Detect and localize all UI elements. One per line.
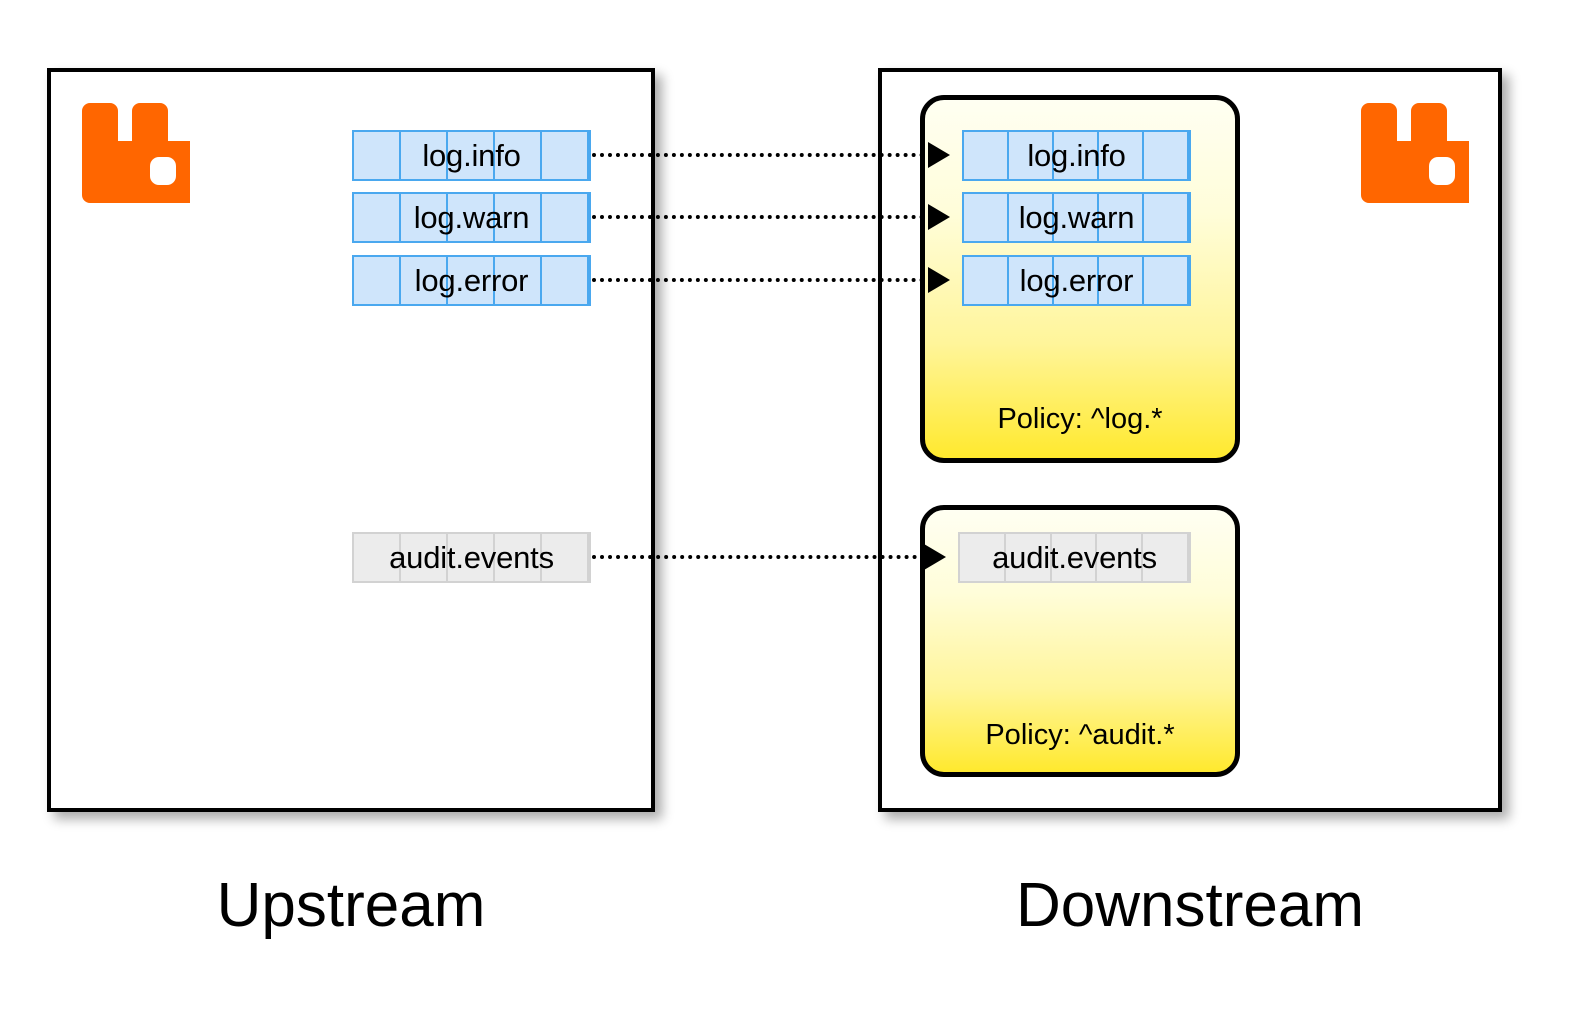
queue-cell xyxy=(1052,534,1098,581)
caption-upstream: Upstream xyxy=(216,871,486,940)
queue-cell xyxy=(401,257,448,304)
queue-cell xyxy=(495,534,542,581)
queue-cell xyxy=(354,132,401,179)
arrow-head-icon xyxy=(924,544,946,570)
queue-cell xyxy=(1099,194,1144,241)
queue-log-warn-downstream[interactable]: log.warn xyxy=(962,192,1191,243)
queue-cell xyxy=(448,132,495,179)
queue-log-error-downstream[interactable]: log.error xyxy=(962,255,1191,306)
queue-cell xyxy=(1143,534,1189,581)
queue-cell xyxy=(542,534,589,581)
queue-cell xyxy=(401,132,448,179)
queue-cell xyxy=(1054,257,1099,304)
queue-cell xyxy=(448,257,495,304)
queue-cell xyxy=(1054,132,1099,179)
queue-log-error-upstream[interactable]: log.error xyxy=(352,255,591,306)
queue-cell xyxy=(542,194,589,241)
queue-cell xyxy=(1097,534,1144,581)
federation-link-audit-events xyxy=(592,555,917,559)
queue-log-warn-upstream[interactable]: log.warn xyxy=(352,192,591,243)
arrow-head-icon xyxy=(928,204,950,230)
queue-cell xyxy=(1009,257,1054,304)
queue-cell xyxy=(448,194,495,241)
queue-cell xyxy=(354,194,401,241)
queue-cell xyxy=(354,534,401,581)
federation-link-log-warn xyxy=(592,215,924,219)
queue-cell xyxy=(401,534,448,581)
queue-cell xyxy=(1144,194,1189,241)
queue-cell xyxy=(964,132,1009,179)
queue-cell xyxy=(964,257,1009,304)
queue-cell xyxy=(542,132,589,179)
queue-cell xyxy=(1009,194,1054,241)
queue-cell xyxy=(1006,534,1052,581)
rabbitmq-logo-icon xyxy=(78,95,190,211)
queue-cell xyxy=(495,132,542,179)
queue-cell xyxy=(1099,257,1144,304)
rabbitmq-logo-icon xyxy=(1357,95,1469,211)
queue-cell xyxy=(495,257,542,304)
queue-cell xyxy=(1099,132,1144,179)
queue-log-info-downstream[interactable]: log.info xyxy=(962,130,1191,181)
policy-label: Policy: ^audit.* xyxy=(985,719,1175,751)
federation-link-log-error xyxy=(592,278,924,282)
caption-downstream: Downstream xyxy=(1016,871,1364,940)
queue-log-info-upstream[interactable]: log.info xyxy=(352,130,591,181)
queue-cell xyxy=(448,534,495,581)
queue-cell xyxy=(542,257,589,304)
queue-cell xyxy=(495,194,542,241)
queue-cell xyxy=(1144,257,1189,304)
queue-cell xyxy=(964,194,1009,241)
arrow-head-icon xyxy=(928,142,950,168)
arrow-head-icon xyxy=(928,267,950,293)
queue-cell xyxy=(1054,194,1099,241)
federation-link-log-info xyxy=(592,153,924,157)
queue-cell xyxy=(354,257,401,304)
queue-cell xyxy=(1009,132,1054,179)
queue-cell xyxy=(960,534,1006,581)
queue-audit-events-downstream[interactable]: audit.events xyxy=(958,532,1191,583)
queue-audit-events-upstream[interactable]: audit.events xyxy=(352,532,591,583)
queue-cell xyxy=(1144,132,1189,179)
policy-label: Policy: ^log.* xyxy=(997,403,1163,435)
queue-cell xyxy=(401,194,448,241)
